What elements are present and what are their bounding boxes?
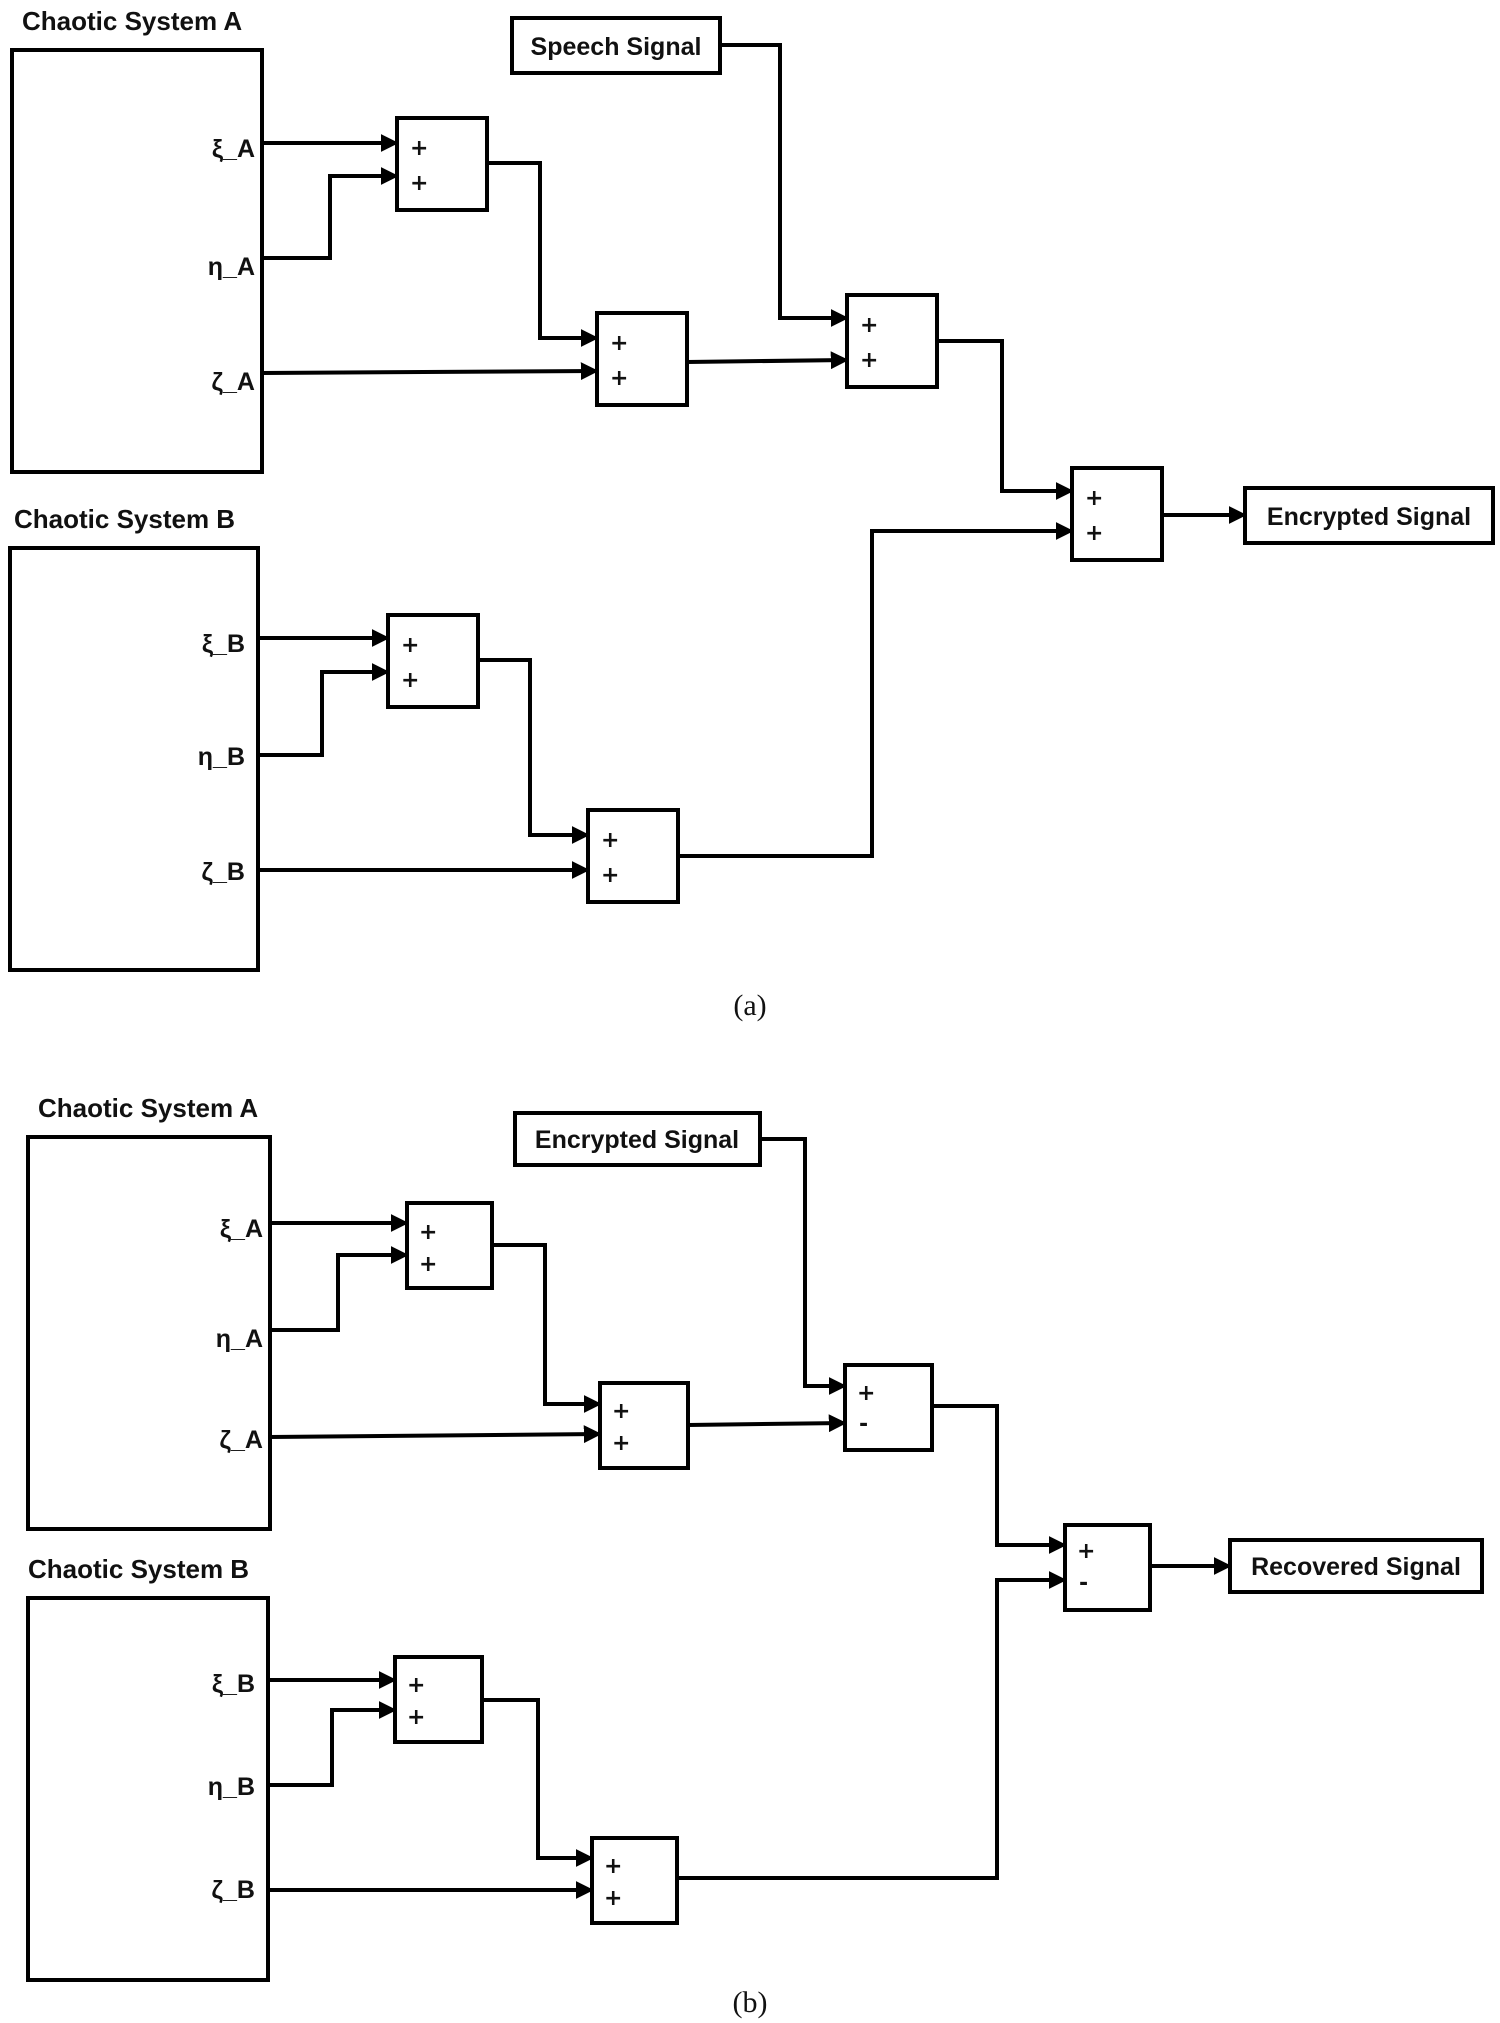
adder-a2: + + (598, 1381, 690, 1470)
encrypted-signal-block (1243, 486, 1495, 545)
output-xi-b: ξ_B (212, 1670, 255, 1698)
adder-sign: + (1085, 486, 1103, 511)
adder-sign: + (601, 863, 619, 888)
system-a-box (26, 1135, 272, 1531)
recovered-signal-label: Recovered Signal (1251, 1553, 1461, 1581)
diagram-b: Chaotic System A ξ_A η_A ζ_A Chaotic Sys… (26, 1093, 1484, 2019)
adder-sign: + (401, 668, 419, 693)
adder-a1: + + (395, 116, 489, 212)
adder-sign: + (410, 171, 428, 196)
adder-a4: + - (1063, 1523, 1152, 1612)
adder-sign: + (612, 1431, 630, 1456)
output-eta-a: η_A (216, 1325, 263, 1353)
caption-b: (b) (733, 1986, 768, 2019)
output-xi-a: ξ_A (212, 135, 255, 163)
output-eta-b: η_B (198, 743, 245, 771)
output-eta-b: η_B (208, 1773, 255, 1801)
adder-sign: + (419, 1252, 437, 1277)
adder-b1: + + (393, 1655, 484, 1744)
adder-sign: + (601, 828, 619, 853)
encrypted-signal-label: Encrypted Signal (535, 1126, 739, 1154)
system-b-box (8, 546, 260, 972)
adder-b1: + + (386, 613, 480, 709)
speech-signal-block (510, 16, 722, 75)
adder-sign: + (410, 136, 428, 161)
adder-sign: + (860, 348, 878, 373)
wires-b (268, 1137, 1232, 1899)
adder-sign: + (610, 366, 628, 391)
wires-a (258, 43, 1247, 879)
adder-a4: + + (1070, 466, 1164, 562)
adder-sign: - (1079, 1571, 1088, 1596)
output-zeta-a: ζ_A (220, 1426, 263, 1454)
adder-b2: + + (586, 808, 680, 904)
encrypted-signal-label: Encrypted Signal (1267, 503, 1471, 531)
adder-sign: + (1077, 1539, 1095, 1564)
adder-sign: + (604, 1886, 622, 1911)
output-zeta-b: ζ_B (202, 858, 245, 886)
adder-sign: + (1085, 521, 1103, 546)
output-zeta-a: ζ_A (212, 368, 255, 396)
caption-a: (a) (733, 989, 766, 1022)
adder-sign: + (610, 331, 628, 356)
output-xi-b: ξ_B (202, 630, 245, 658)
system-a-box (10, 48, 264, 474)
system-a-title: Chaotic System A (22, 6, 242, 36)
adder-b2: + + (590, 1836, 679, 1925)
speech-signal-label: Speech Signal (531, 33, 702, 61)
output-xi-a: ξ_A (220, 1215, 263, 1243)
adder-a3: + - (843, 1363, 934, 1452)
system-a-title: Chaotic System A (38, 1093, 258, 1123)
adder-sign: + (857, 1381, 875, 1406)
adder-sign: + (407, 1673, 425, 1698)
adder-a1: + + (405, 1201, 494, 1290)
system-b-box (26, 1596, 270, 1982)
encrypted-signal-block (513, 1111, 762, 1167)
diagram-a: Chaotic System A ξ_A η_A ζ_A Chaotic Sys… (8, 6, 1495, 1022)
adder-sign: + (860, 313, 878, 338)
system-b-title: Chaotic System B (28, 1554, 249, 1584)
recovered-signal-block (1228, 1538, 1484, 1594)
adder-sign: - (859, 1412, 868, 1437)
output-zeta-b: ζ_B (212, 1876, 255, 1904)
adder-a3: + + (845, 293, 939, 389)
system-b-title: Chaotic System B (14, 504, 235, 534)
adder-sign: + (401, 633, 419, 658)
adder-a2: + + (595, 311, 689, 407)
adder-sign: + (419, 1220, 437, 1245)
adder-sign: + (612, 1399, 630, 1424)
adder-sign: + (407, 1705, 425, 1730)
adder-sign: + (604, 1854, 622, 1879)
output-eta-a: η_A (208, 253, 255, 281)
